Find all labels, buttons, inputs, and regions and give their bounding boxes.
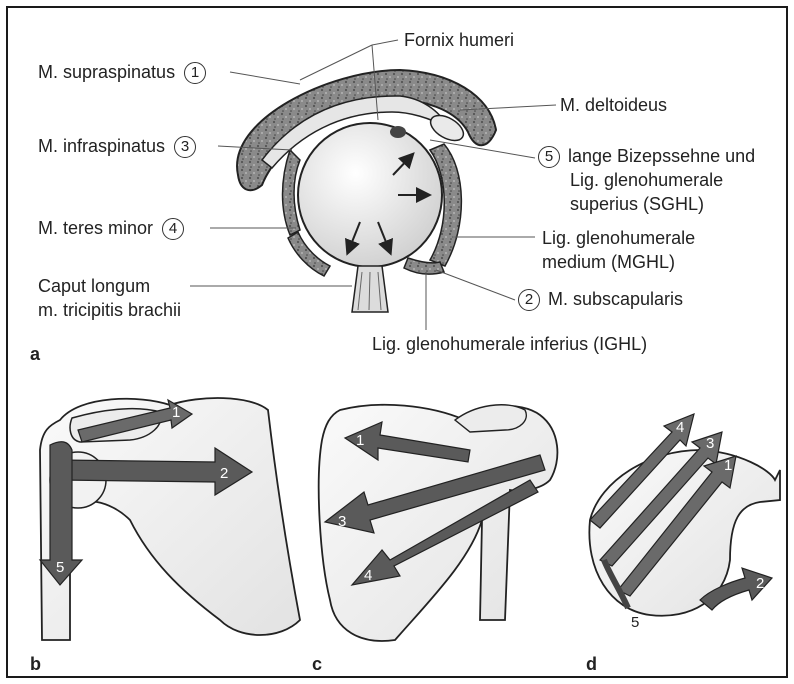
label-bizeps-line1: lange Bizepssehne und <box>568 146 755 166</box>
panel-letter-b: b <box>30 654 41 675</box>
label-bizeps: 5 lange Bizepssehne und <box>538 146 755 168</box>
arrow-c1-label: 1 <box>356 432 364 449</box>
coracoid-c <box>455 405 526 432</box>
arrow-b1-label: 1 <box>172 404 180 421</box>
label-bizeps-line3: superius (SGHL) <box>570 194 704 215</box>
label-deltoideus: M. deltoideus <box>560 95 667 116</box>
panel-letter-d: d <box>586 654 597 675</box>
label-subscapularis: 2 M. subscapularis <box>518 289 683 311</box>
label-supraspinatus-text: M. supraspinatus <box>38 62 175 82</box>
arrow-c3-label: 3 <box>338 513 346 530</box>
label-fornix-humeri: Fornix humeri <box>404 30 514 51</box>
label-teres-text: M. teres minor <box>38 218 153 238</box>
label-mghl-line1: Lig. glenohumerale <box>542 228 695 249</box>
panel-letter-c: c <box>312 654 322 675</box>
arrow-b2-label: 2 <box>220 465 228 482</box>
biceps-tendon <box>390 126 406 138</box>
number-badge-2: 2 <box>518 289 540 311</box>
panel-letter-a: a <box>30 344 40 365</box>
arrow-d3-label: 3 <box>706 435 714 452</box>
panel-a-drawing <box>190 40 556 330</box>
arrow-c4-label: 4 <box>364 567 372 584</box>
label-d5: 5 <box>631 612 639 633</box>
label-ighl: Lig. glenohumerale inferius (IGHL) <box>372 334 647 355</box>
label-infraspinatus-text: M. infraspinatus <box>38 136 165 156</box>
arrow-d4-label: 4 <box>676 419 684 436</box>
label-subscap-text: M. subscapularis <box>548 289 683 309</box>
label-caput-line1: Caput longum <box>38 276 150 297</box>
label-infraspinatus: M. infraspinatus 3 <box>38 136 196 158</box>
arrow-d1-label: 1 <box>724 457 732 474</box>
arrow-b5-label: 5 <box>56 559 64 576</box>
label-teres-minor: M. teres minor 4 <box>38 218 184 240</box>
label-mghl-line2: medium (MGHL) <box>542 252 675 273</box>
number-badge-4: 4 <box>162 218 184 240</box>
arrow-d2-label: 2 <box>756 575 764 592</box>
label-supraspinatus: M. supraspinatus 1 <box>38 62 206 84</box>
label-caput-line2: m. tricipitis brachii <box>38 300 181 321</box>
label-bizeps-line2: Lig. glenohumerale <box>570 170 723 191</box>
number-badge-5: 5 <box>538 146 560 168</box>
number-badge-1: 1 <box>184 62 206 84</box>
number-badge-3: 3 <box>174 136 196 158</box>
